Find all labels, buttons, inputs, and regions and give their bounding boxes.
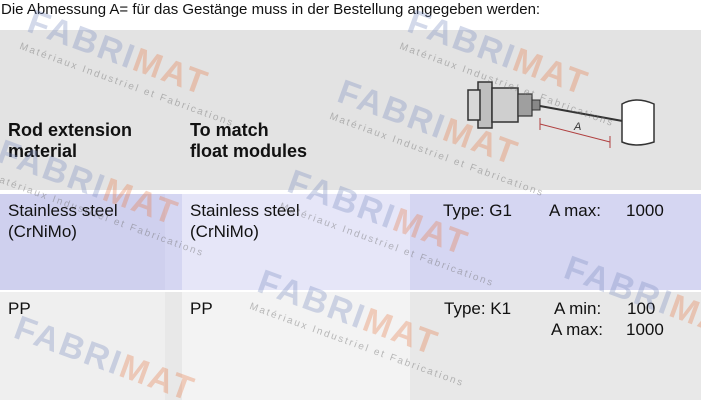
header-float-modules: To match float modules [190,120,308,161]
limit-value: 1000 [626,201,664,220]
limit-value: 100 [627,299,656,318]
header-rod-extension: Rod extension material [8,120,133,161]
float-module-cell: PP [190,299,213,318]
limit-value: 1000 [626,320,664,339]
table-row: Stainless steel (CrNiMo) Stainless steel… [0,194,701,290]
type-label: Type: G1 [443,201,512,220]
float-switch-diagram: A [467,81,655,148]
dimension-a-label: A [573,121,581,133]
float-module-cell: Stainless steel (CrNiMo) [190,201,300,241]
rod-material-cell: PP [8,299,31,318]
rod-material-cell: Stainless steel (CrNiMo) [8,201,118,241]
rod-extension-table: Rod extension material To match float mo… [0,30,701,400]
table-row: PP PP Type: K1 A min: 100 A max: 1000 [0,292,701,400]
limit-label: A max: [551,320,603,339]
limit-label: A max: [549,201,601,220]
table-header-row: Rod extension material To match float mo… [0,30,701,190]
limit-label: A min: [554,299,602,318]
intro-text: Die Abmessung A= für das Gestänge muss i… [1,1,541,18]
type-label: Type: K1 [444,299,512,318]
